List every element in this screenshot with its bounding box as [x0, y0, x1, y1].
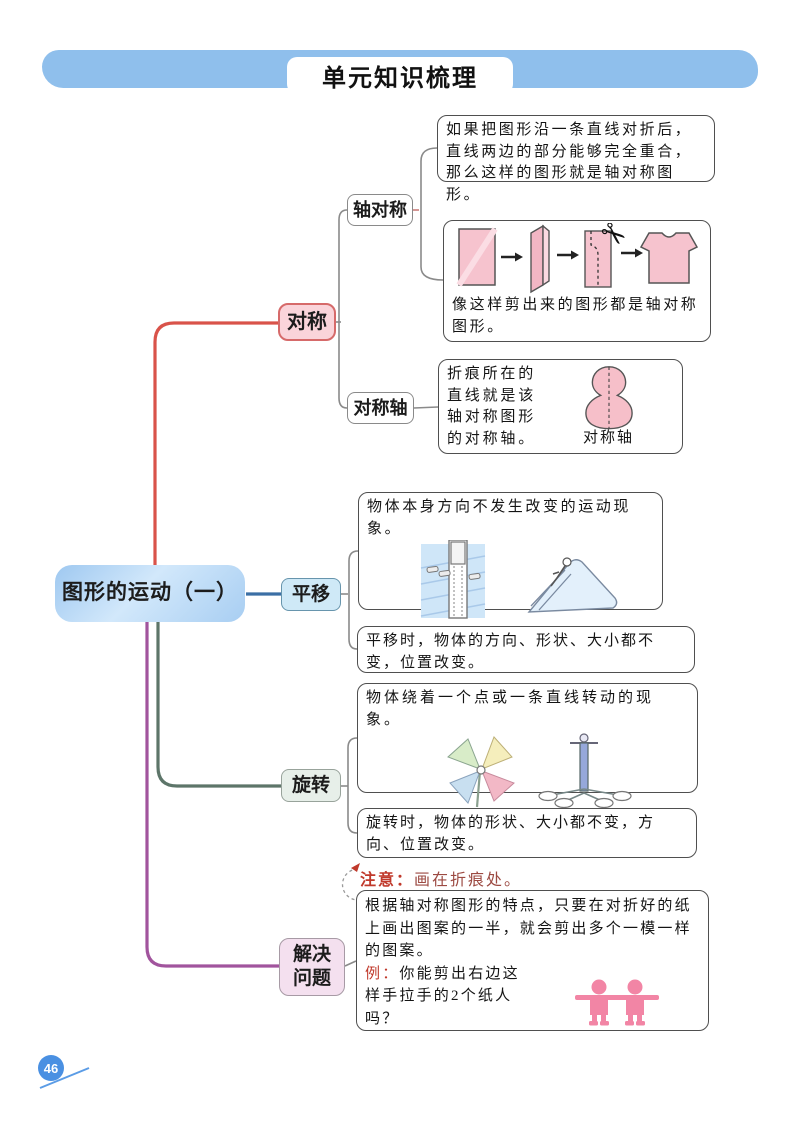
dolls-joined-arms [574, 995, 659, 1001]
pinwheel-vane-blue [448, 770, 481, 804]
doll-foot [624, 1021, 634, 1026]
folded-paper-back [542, 224, 550, 287]
pinwheel-vane-yellow [480, 736, 513, 770]
rotation-property-text: 旋转时，物体的形状、大小都不变，方向、位置改变。 [366, 815, 656, 853]
bracket-rotation-boxes [347, 737, 358, 834]
folded-paper-icon [530, 224, 544, 294]
ride-arms [551, 788, 618, 802]
rotation-examples-illustration [446, 733, 632, 809]
elevator-cables [452, 566, 463, 616]
doll-leg [636, 1015, 642, 1023]
doll-foot [635, 1021, 645, 1026]
axis-definition-box: 折痕所在的直线就是该轴对称图形的对称轴。 对称轴 [438, 359, 683, 454]
link-problemnode-box [344, 960, 357, 967]
node-symmetry: 对称 [278, 303, 336, 341]
translation-definition-text: 物体本身方向不发生改变的运动现象。 [367, 499, 632, 537]
ride-seat [611, 790, 632, 802]
ride-seat [553, 797, 574, 809]
link-axisnode-box [413, 406, 439, 409]
note-arrow-icon [351, 863, 360, 872]
note-dashed-circle [341, 868, 359, 901]
axial-definition-box: 如果把图形沿一条直线对折后，直线两边的部分能够完全重合，那么这样的图形就是轴对称… [437, 115, 715, 203]
translation-property-box: 平移时，物体的方向、形状、大小都不变，位置改变。 [357, 626, 695, 673]
branch-line-symmetry [153, 321, 278, 567]
paper-folding-sequence-illustration: ✂ [456, 223, 699, 294]
branch-line-rotation [156, 620, 281, 788]
paper-sheen [456, 227, 498, 287]
translation-definition-box: 物体本身方向不发生改变的运动现象。 [358, 492, 663, 619]
axis-definition-text: 折痕所在的直线就是该轴对称图形的对称轴。 [447, 366, 537, 447]
pinwheel-vane-green [446, 738, 481, 770]
node-problem-solving: 解决问题 [279, 938, 345, 996]
ride-seat [593, 797, 614, 809]
tshirt-icon [639, 232, 699, 284]
arrow-head-icon [515, 252, 523, 262]
root-node: 图形的运动（一） [55, 565, 245, 622]
ride-pole [578, 742, 589, 792]
example-text: 你能剪出右边这样手拉手的2个纸人吗？ [365, 965, 520, 1027]
wall-vent [468, 572, 481, 580]
slide-rails [530, 569, 571, 611]
page-number-badge: 46 [38, 1055, 64, 1081]
doll-head [591, 979, 606, 995]
slider-person-body [549, 565, 566, 587]
doll-body [589, 999, 608, 1016]
page-title: 单元知识梳理 [322, 65, 478, 92]
rotation-property-box: 旋转时，物体的形状、大小都不变，方向、位置改变。 [357, 808, 697, 858]
example-label: 例： [365, 965, 400, 982]
elevator-cab [449, 541, 466, 565]
wall-vent [426, 565, 439, 573]
note-text: 画在折痕处。 [414, 872, 523, 889]
wall-vent [438, 569, 451, 577]
problem-example: 例：你能剪出右边这样手拉手的2个纸人吗？ [365, 963, 533, 1031]
doll-head [627, 979, 642, 995]
pinwheel-stick [475, 770, 481, 808]
translation-property-text: 平移时，物体的方向、形状、大小都不变，位置改变。 [366, 633, 656, 671]
pinwheel-vane-pink [480, 770, 515, 802]
rotation-definition-box: 物体绕着一个点或一条直线转动的现象。 [357, 683, 698, 809]
pinwheel-hub [475, 765, 486, 775]
paper-cutting-caption: 像这样剪出来的图形都是轴对称图形。 [452, 297, 699, 335]
slider-person-head [561, 557, 572, 567]
page-number: 46 [43, 1060, 59, 1076]
rotation-definition-text: 物体绕着一个点或一条直线转动的现象。 [366, 690, 655, 728]
title-banner-tab: 单元知识梳理 [287, 57, 513, 94]
arrow-head-icon [571, 250, 579, 260]
node-symmetry-axis: 对称轴 [347, 392, 414, 424]
translation-examples-illustration [420, 540, 617, 619]
problem-body-text: 根据轴对称图形的特点，只要在对折好的纸上画出图案的一半，就会剪出多个一模一样的图… [365, 898, 692, 959]
ride-top-cap [578, 733, 589, 743]
arrow-head-icon [635, 248, 643, 258]
paper-dolls-illustration [574, 979, 659, 1026]
node-translation: 平移 [281, 578, 341, 611]
bracket-symmetry-children [338, 209, 348, 409]
doll-leg [591, 1015, 597, 1023]
slide-hill [526, 559, 617, 613]
node-axial-symmetry: 轴对称 [347, 194, 413, 226]
note-label: 注意： [360, 872, 415, 889]
doll-body [625, 999, 644, 1016]
problem-solving-box: 根据轴对称图形的特点，只要在对折好的纸上画出图案的一半，就会剪出多个一模一样的图… [356, 890, 709, 1031]
node-rotation: 旋转 [281, 769, 341, 802]
gourd-figure-label: 对称轴 [582, 429, 634, 446]
note-annotation: 注意：画在折痕处。 [360, 866, 522, 890]
axial-definition-text: 如果把图形沿一条直线对折后，直线两边的部分能够完全重合，那么这样的图形就是轴对称… [446, 122, 693, 203]
doll-foot [599, 1021, 609, 1026]
doll-foot [588, 1021, 598, 1026]
doll-leg [600, 1015, 606, 1023]
branch-line-problem [145, 620, 279, 968]
paper-cutting-box: ✂ 像这样剪出来的图形都是轴对称图形。 [443, 220, 711, 342]
doll-leg [627, 1015, 633, 1023]
gourd-symmetry-figure [584, 366, 633, 430]
ride-seat [537, 790, 558, 802]
cut-line-dashed [590, 231, 599, 287]
